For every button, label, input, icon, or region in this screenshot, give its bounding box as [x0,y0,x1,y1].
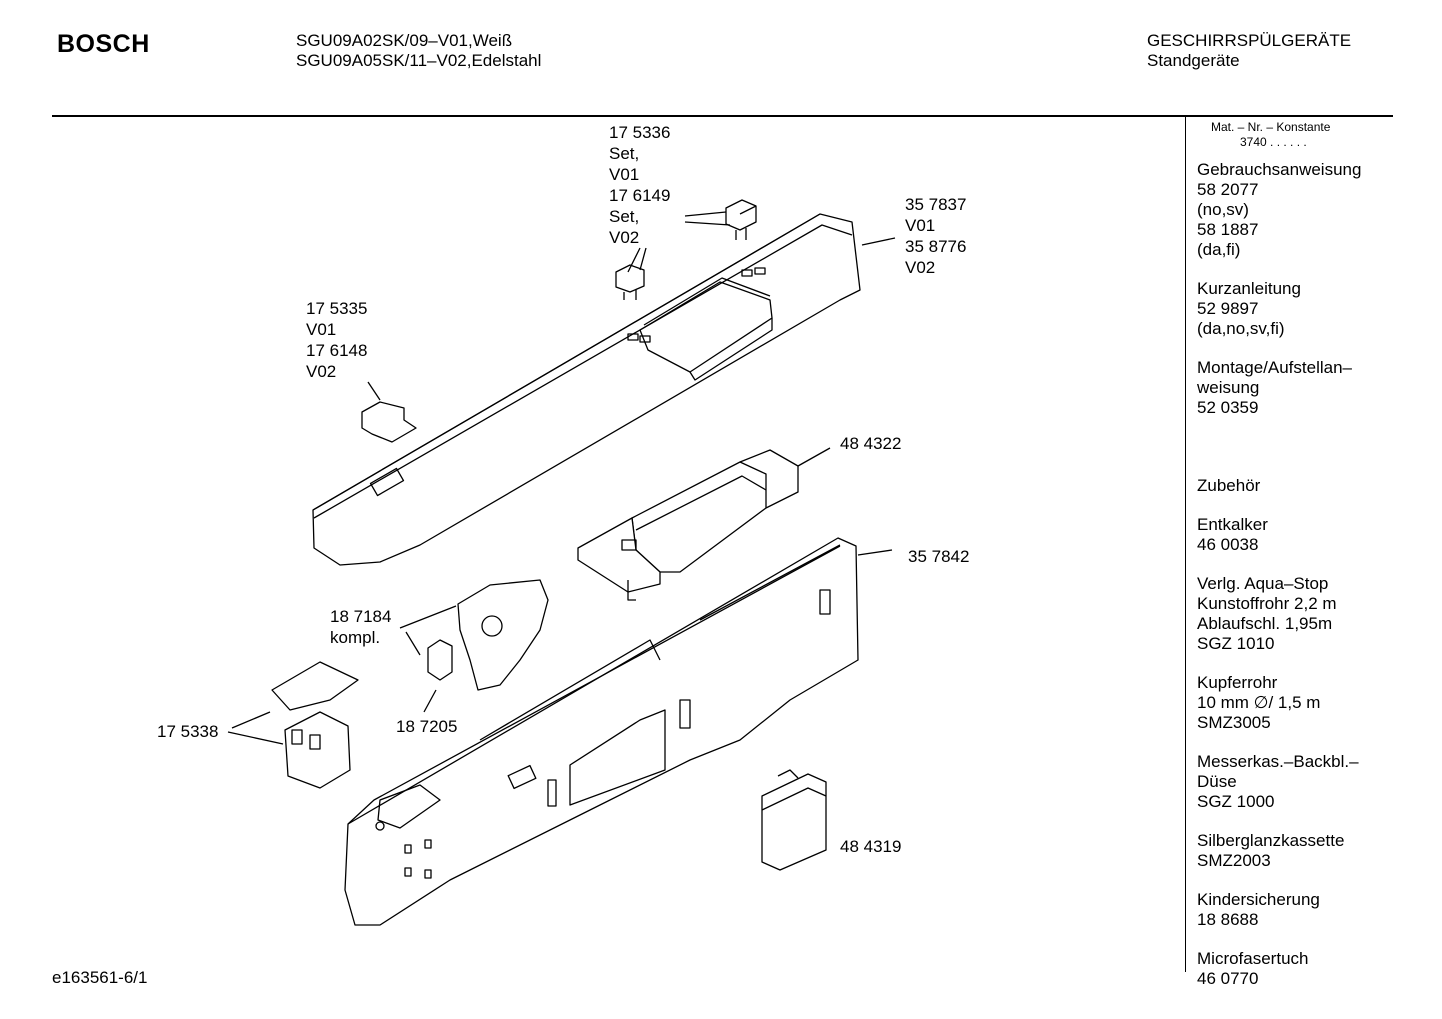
sidebar-line: Gebrauchsanweisung [1197,160,1362,179]
sidebar-line: 58 1887 [1197,220,1259,239]
sidebar-line: 46 0038 [1197,535,1259,554]
sidebar-line: (da,no,sv,fi) [1197,319,1285,338]
sidebar-line: Ablaufschl. 1,95m [1197,614,1333,633]
header-rule [52,115,1393,117]
switch-187205 [423,639,453,713]
sidebar-line: Silberglanzkassette [1197,831,1345,850]
sidebar-line: Kindersicherung [1197,890,1320,909]
sidebar-line: SGZ 1010 [1197,634,1275,653]
sidebar-group: Zubehör [1197,476,1361,496]
sidebar-line: Microfasertuch [1197,949,1309,968]
model-line-2: SGU09A05SK/11–V02,Edelstahl [296,51,542,70]
sidebar-divider [1185,117,1186,972]
sidebar-line: Kupferrohr [1197,673,1278,692]
switch-175338 [227,661,359,789]
sidebar-line: Entkalker [1197,515,1268,534]
sidebar-line: (no,sv) [1197,200,1249,219]
sidebar-line: Kurzanleitung [1197,279,1301,298]
sidebar-line: Düse [1197,772,1237,791]
button-single [361,381,417,443]
housing-357842 [344,537,893,926]
sidebar-line: 58 2077 [1197,180,1259,199]
sidebar-line: weisung [1197,378,1260,397]
label-175338: 17 5338 [157,722,219,741]
button-set-top [615,199,757,300]
label-484322: 48 4322 [840,434,902,453]
leader-357837 [861,237,896,246]
konstante-value: 3740 . . . . . . [1240,135,1307,149]
category-subtitle: Standgeräte [1147,51,1240,70]
module-484322 [577,447,831,601]
sidebar-line: 52 0359 [1197,398,1259,417]
sidebar-line: 10 mm ∅/ 1,5 m [1197,693,1321,712]
sidebar-line [1197,437,1361,457]
parts-diagram [227,199,896,926]
sidebar-line: 52 9897 [1197,299,1259,318]
sidebar-line: Verlg. Aqua–Stop [1197,574,1329,593]
sidebar-line: Zubehör [1197,476,1261,495]
sidebar-line: SMZ3005 [1197,713,1271,732]
konstante-label: Mat. – Nr. – Konstante [1211,120,1331,134]
sidebar-group [1197,437,1361,457]
sidebar-line: (da,fi) [1197,240,1241,259]
sidebar-line: SMZ2003 [1197,851,1271,870]
sidebar-line: Montage/Aufstellan– [1197,358,1352,377]
sidebar-line: Kunstoffrohr 2,2 m [1197,594,1337,613]
category-title: GESCHIRRSPÜLGERÄTE [1147,31,1352,50]
control-panel-fascia [312,213,861,566]
diagram-code: e163561-6/1 [52,968,148,987]
sidebar-line: Messerkas.–Backbl.– [1197,752,1359,771]
label-357842: 35 7842 [908,547,970,566]
switch-187184 [399,579,549,691]
model-line-1: SGU09A02SK/09–V01,Weiß [296,31,513,50]
module-484319 [761,769,827,871]
brand-logo: BOSCH [57,30,150,58]
label-187205: 18 7205 [396,717,458,736]
label-484319: 48 4319 [840,837,902,856]
sidebar-line: 18 8688 [1197,910,1259,929]
sidebar-line: SGZ 1000 [1197,792,1275,811]
sidebar-line: 46 0770 [1197,969,1259,988]
